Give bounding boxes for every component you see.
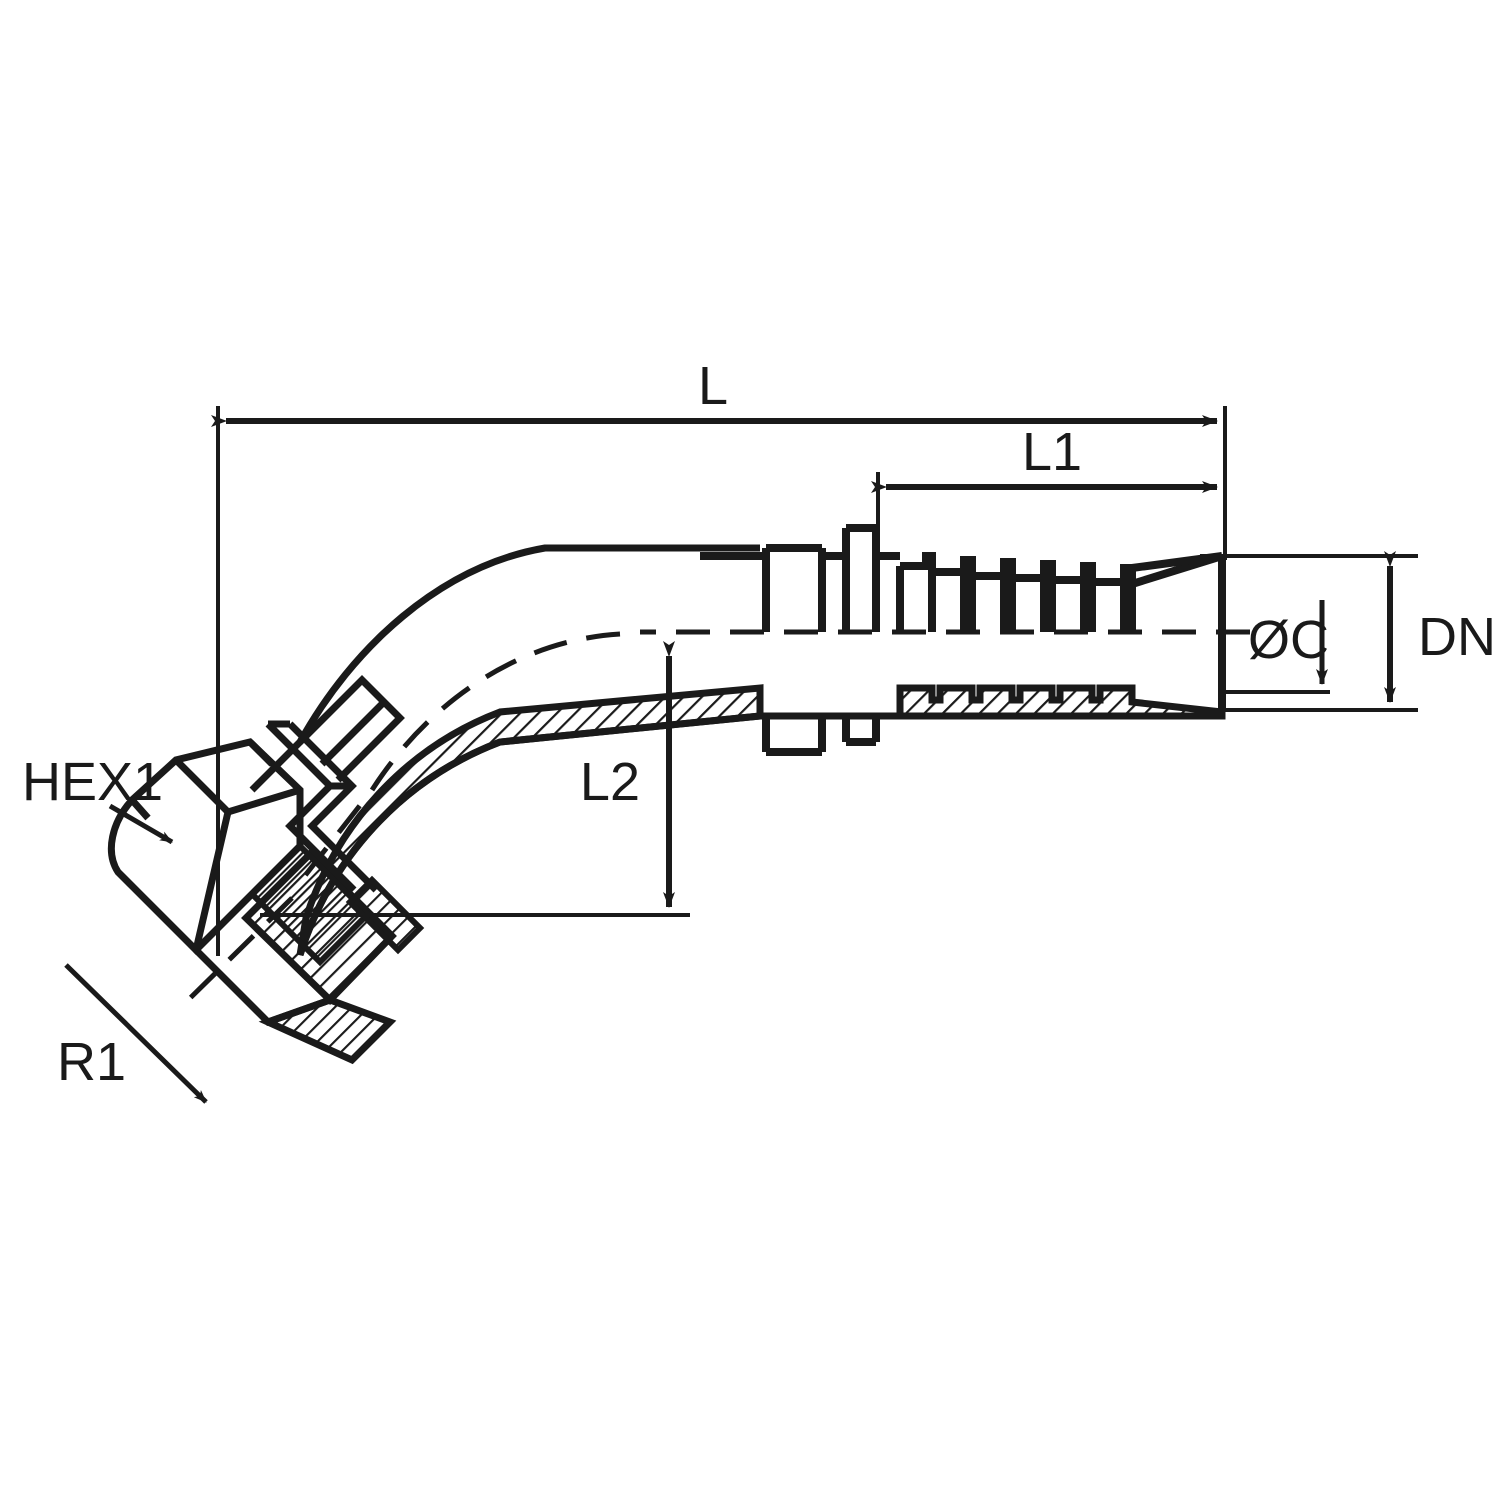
elbow-shank-collar — [297, 675, 405, 783]
label-OC: ØC — [1248, 610, 1329, 670]
swivel-body-step — [265, 720, 379, 893]
extension-lines — [216, 406, 1418, 956]
label-L2: L2 — [580, 752, 640, 812]
label-L1: L1 — [1022, 422, 1082, 482]
label-R1: R1 — [57, 1032, 126, 1092]
label-DN: DN — [1418, 607, 1496, 667]
label-HEX1: HEX1 — [22, 752, 163, 812]
sealing-seat-section — [193, 841, 397, 1065]
label-L: L — [698, 356, 728, 416]
leader-R1 — [64, 963, 208, 1104]
collar-rings — [700, 524, 900, 756]
hose-barb-serrations — [896, 552, 1226, 712]
hose-barb-section-lower — [896, 684, 1226, 720]
leader-HEX1 — [108, 803, 174, 845]
